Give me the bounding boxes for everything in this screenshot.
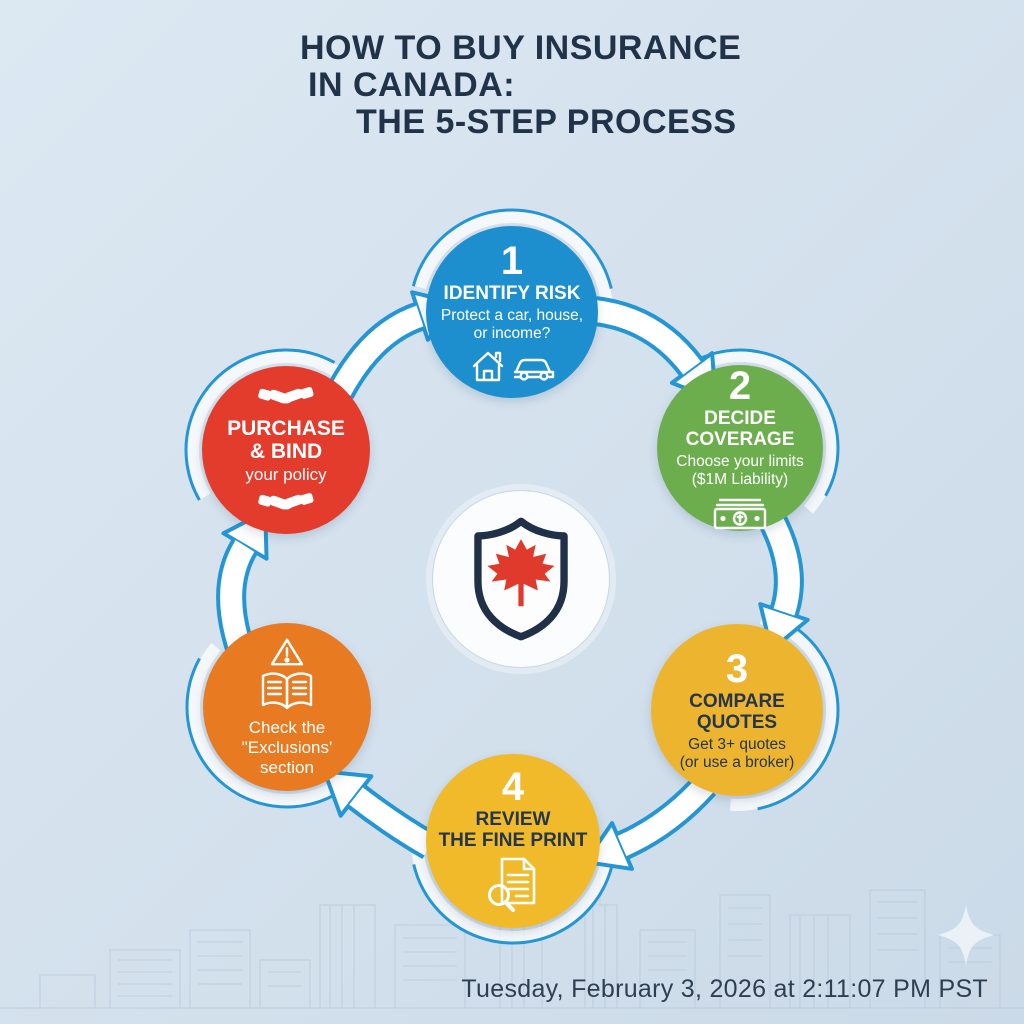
step-circle-check-exclusions: Check the "Exclusions' section bbox=[203, 623, 371, 791]
step-subtitle-line: your policy bbox=[245, 465, 327, 484]
title-line-2: IN CANADA: bbox=[308, 66, 516, 104]
step-subtitle-line: ($1M Liability) bbox=[691, 470, 789, 488]
step-number: 1 bbox=[500, 239, 524, 283]
step-circle-compare-quotes: 3 COMPARE QUOTES Get 3+ quotes (or use a… bbox=[651, 624, 823, 796]
step-subtitle-line: "Exclusions' bbox=[241, 737, 333, 757]
step-number: 3 bbox=[725, 646, 749, 691]
title-line-1: HOW TO BUY INSURANCE bbox=[300, 29, 742, 67]
step-title-line: THE FINE PRINT bbox=[438, 830, 588, 851]
car-icon bbox=[513, 358, 555, 381]
step-title-line: QUOTES bbox=[696, 711, 778, 733]
step-number: 2 bbox=[728, 363, 752, 408]
step-title-line: REVIEW bbox=[475, 809, 551, 830]
arrow-up-left-icon bbox=[322, 769, 438, 859]
step-title: IDENTIFY RISK bbox=[443, 283, 581, 304]
step-subtitle-line: Check the bbox=[248, 717, 326, 737]
handshake-icon bbox=[258, 387, 314, 404]
step-circle-review-fine-print: 4 REVIEW THE FINE PRINT bbox=[426, 754, 600, 928]
step-subtitle-line: or income? bbox=[473, 325, 551, 342]
step-title-line: COVERAGE bbox=[685, 428, 795, 450]
step-subtitle-line: (or use a broker) bbox=[679, 753, 795, 771]
step-number: 4 bbox=[501, 765, 525, 809]
step-circle-identify-risk: 1 IDENTIFY RISK Protect a car, house, or… bbox=[426, 226, 598, 398]
step-title-line: COMPARE bbox=[689, 690, 785, 712]
step-subtitle-line: Protect a car, house, bbox=[440, 307, 584, 324]
warning-icon bbox=[270, 638, 304, 665]
step-title-line: PURCHASE bbox=[227, 417, 345, 440]
step-circle-decide-coverage: 2 DECIDE COVERAGE Choose your limits ($1… bbox=[657, 365, 823, 531]
title-line-3: THE 5-STEP PROCESS bbox=[356, 103, 737, 141]
canada-shield-maple-leaf-icon bbox=[474, 517, 568, 641]
page-title: HOW TO BUY INSURANCE IN CANADA: THE 5-ST… bbox=[300, 30, 741, 141]
document-magnifier-icon bbox=[488, 857, 536, 912]
step-title-line: & BIND bbox=[249, 440, 323, 463]
step-subtitle-line: section bbox=[260, 757, 314, 777]
step-subtitle-line: Choose your limits bbox=[676, 452, 804, 470]
timestamp: Tuesday, February 3, 2026 at 2:11:07 PM … bbox=[461, 975, 988, 1003]
step-subtitle-line: Get 3+ quotes bbox=[688, 735, 786, 753]
banknote-icon bbox=[713, 498, 767, 529]
open-book-icon bbox=[261, 671, 313, 709]
center-hub bbox=[432, 490, 610, 668]
step-title-line: DECIDE bbox=[704, 407, 776, 429]
step-circle-purchase-bind: PURCHASE & BIND your policy bbox=[202, 366, 370, 534]
house-icon bbox=[472, 351, 504, 382]
handshake-icon bbox=[258, 493, 314, 510]
sparkle-icon bbox=[938, 904, 994, 966]
